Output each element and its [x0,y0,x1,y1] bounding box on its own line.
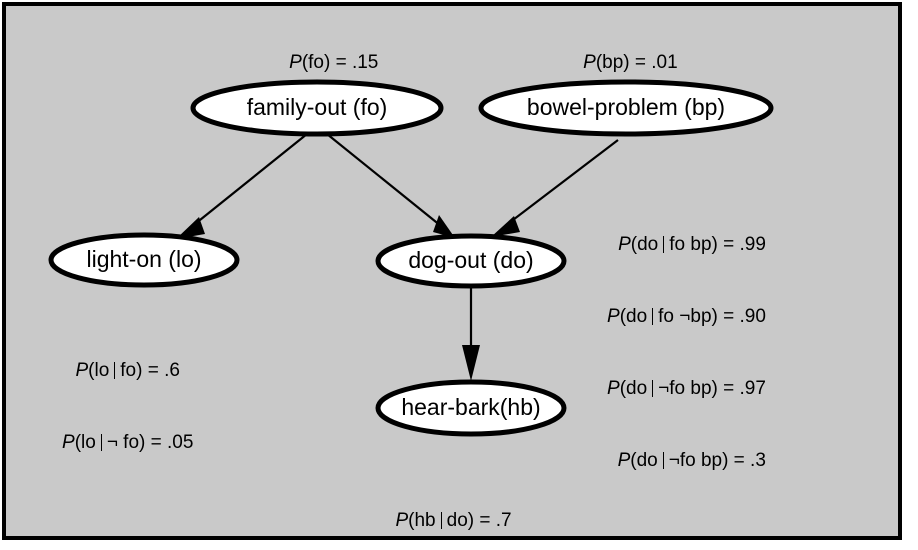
cpt-do-3-cond: ¬fo bp) = .3 [668,450,766,471]
cpt-do-3-head: (do [630,450,658,471]
edge-fo-to-lo [176,133,308,239]
prior-fo-p-symbol: P [289,52,302,73]
cpt-do-3-p: P [617,450,631,471]
prior-fo-text: (fo) = .15 [301,52,379,73]
conditional-bar-icon [652,308,654,325]
cpt-dog-out-row: P(do fo ¬bp) = .90 [607,305,766,329]
cpt-hb-0-head: (hb [408,510,436,531]
node-bowel-problem-shape [478,79,774,137]
conditional-bar-icon [100,434,102,451]
cpt-hear-bark-row: P(hb do) = .7 [382,509,525,533]
conditional-bar-icon [440,512,442,529]
cpt-do-0-cond: fo bp) = .99 [669,234,766,255]
cpt-do-2-head: (do [619,378,648,399]
cpt-lo-0-head: (lo [88,360,110,381]
cpt-do-1-p: P [607,306,620,327]
conditional-bar-icon [652,380,654,397]
prior-bp-p-symbol: P [583,52,596,73]
conditional-bar-icon [663,236,665,253]
prior-bp-text: (bp) = .01 [595,52,678,73]
node-dog-out[interactable]: dog-out (do) [375,233,567,289]
node-dog-out-label: dog-out (do) [408,247,533,273]
cpt-lo-0-cond: fo) = .6 [120,360,180,381]
cpt-lo-1-p: P [62,432,75,453]
prior-probability-bowel-problem: P(bp) = .01 [562,28,678,97]
edge-fo-to-do [326,133,455,238]
cpt-light-on-row: P(lo ¬ fo) = .05 [62,431,193,455]
node-hear-bark-shape [375,379,567,437]
cpt-hb-0-cond: do) = .7 [446,510,512,531]
conditional-bar-icon [114,362,116,379]
node-family-out-shape [190,79,444,137]
edge-bp-to-do [491,139,619,237]
cpt-light-on-row: P(lo fo) = .6 [62,359,193,383]
cpt-hb-0-p: P [395,510,409,531]
node-bowel-problem[interactable]: bowel-problem (bp) [478,79,774,137]
cpt-do-1-head: (do [619,306,648,327]
node-family-out[interactable]: family-out (fo) [190,79,444,137]
cpt-dog-out-row: P(do ¬fo bp) = .3 [607,449,766,473]
cpt-do-2-cond: ¬fo bp) = .97 [658,378,766,399]
conditional-bar-icon [662,452,664,469]
node-dog-out-shape [375,233,567,289]
cpt-lo-1-head: (lo [74,432,96,453]
node-family-out-label: family-out (fo) [247,94,388,120]
cpt-do-0-p: P [618,234,631,255]
node-bowel-problem-label: bowel-problem (bp) [527,94,725,120]
node-light-on-label: light-on (lo) [86,246,201,272]
cpt-do-0-head: (do [630,234,659,255]
cpt-do-1-cond: fo ¬bp) = .90 [658,306,766,327]
cpt-dog-out-row: P(do ¬fo bp) = .97 [607,377,766,401]
cpt-lo-0-p: P [75,360,89,381]
node-hear-bark-label: hear-bark(hb) [401,394,540,420]
cpt-dog-out-row: P(do fo bp) = .99 [607,233,766,257]
node-light-on-shape [48,232,240,288]
prior-probability-family-out: P(fo) = .15 [268,28,378,97]
node-hear-bark[interactable]: hear-bark(hb) [375,379,567,437]
edge-do-to-hb [462,286,480,381]
cpt-lo-1-cond: ¬ fo) = .05 [106,432,194,453]
node-light-on[interactable]: light-on (lo) [48,232,240,288]
cpt-do-2-p: P [607,378,620,399]
